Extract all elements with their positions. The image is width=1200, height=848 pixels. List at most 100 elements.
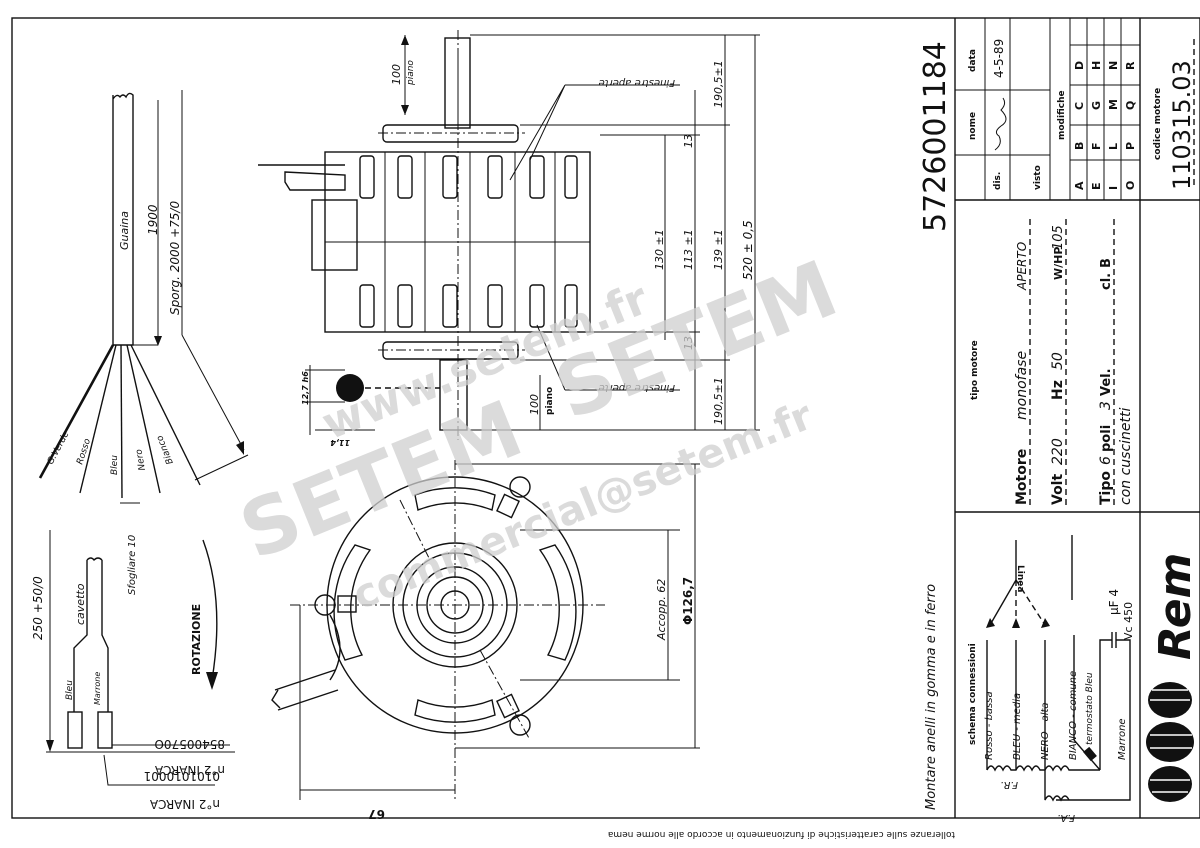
motor-type-line-1: Motore monofase APERTO (1014, 215, 1031, 505)
svg-text:Finestre aperte: Finestre aperte (599, 382, 675, 393)
svg-text:BLEU - media: BLEU - media (1012, 693, 1023, 760)
svg-text:N: N (1107, 61, 1120, 70)
svg-text:Tipo: Tipo (1098, 471, 1114, 505)
svg-text:12,7 h6: 12,7 h6 (301, 371, 310, 405)
svg-text:piano: piano (545, 387, 555, 415)
svg-text:R: R (1124, 61, 1137, 70)
svg-text:Vc 450: Vc 450 (1122, 602, 1135, 640)
label-visto: visto (1033, 165, 1043, 190)
label-data: data (968, 49, 978, 72)
svg-text:W/HP: W/HP (1052, 247, 1065, 280)
svg-text:113 ±1: 113 ±1 (682, 229, 695, 270)
svg-text:520 ± 0,5: 520 ± 0,5 (741, 220, 755, 280)
svg-text:B: B (1073, 142, 1086, 150)
svg-text:con cuscinetti: con cuscinetti (1118, 407, 1134, 505)
svg-text:85400570O: 85400570O (154, 737, 225, 751)
svg-text:67: 67 (368, 807, 385, 821)
svg-text:130 ±1: 130 ±1 (653, 229, 666, 270)
svg-text:250 +50/0: 250 +50/0 (31, 576, 45, 640)
svg-text:F.A.: F.A. (1057, 812, 1075, 823)
svg-text:Hz: Hz (1050, 380, 1066, 400)
svg-text:schema connessioni: schema connessioni (968, 643, 978, 745)
svg-text:100: 100 (390, 64, 403, 85)
svg-text:Guaina: Guaina (118, 211, 131, 250)
main-cable: Guaina 1900 Sporg. 2000 +75/0 G.Verde Ro… (38, 90, 249, 595)
svg-text:n°2 INARCA: n°2 INARCA (154, 763, 225, 777)
svg-text:Motore: Motore (1014, 449, 1030, 505)
svg-text:A: A (1073, 181, 1086, 190)
svg-text:13: 13 (682, 134, 695, 148)
motor-front-view: 67 Accopp. 62 Φ126,7 (271, 460, 700, 821)
svg-text:Vel.: Vel. (1099, 368, 1114, 396)
svg-text:190,5±1: 190,5±1 (712, 377, 725, 425)
footer-note: tolleranze sulle caratteristiche di funz… (608, 829, 955, 839)
svg-text:cavetto: cavetto (74, 583, 87, 625)
svg-text:0101010001: 0101010001 (144, 769, 220, 783)
svg-text:APERTO: APERTO (1015, 242, 1029, 291)
svg-text:Marrone: Marrone (1117, 718, 1128, 760)
svg-text:Finestre aperte: Finestre aperte (599, 77, 675, 88)
svg-text:105: 105 (1051, 225, 1066, 250)
svg-text:C: C (1073, 102, 1086, 110)
svg-text:Rosso - bassa: Rosso - bassa (984, 691, 995, 760)
svg-text:100: 100 (528, 394, 541, 415)
svg-text:Φ126,7: Φ126,7 (681, 577, 695, 625)
svg-text:Bleu: Bleu (110, 455, 120, 475)
drawing-border (11, 17, 1200, 819)
svg-text:I: I (1107, 186, 1120, 190)
svg-text:piano: piano (406, 60, 416, 86)
svg-text:6: 6 (1098, 456, 1114, 465)
svg-text:O: O (1124, 181, 1137, 190)
svg-text:µF 4: µF 4 (1107, 589, 1121, 615)
svg-text:F.R.: F.R. (1000, 779, 1018, 790)
svg-text:190,5±1: 190,5±1 (712, 60, 725, 108)
modifications-grid: A B C D E F G H I L M N O P Q R (1073, 61, 1137, 190)
svg-text:P: P (1124, 142, 1137, 150)
svg-text:monofase: monofase (1014, 351, 1030, 420)
label-nome: nome (968, 112, 978, 140)
coil-logo-icon (1146, 682, 1194, 802)
motor-type-line-2: Volt 220 Hz 50 W/HP 105 (1050, 215, 1067, 505)
rotation-arrow: ROTAZIONE (190, 539, 218, 690)
title-block (954, 18, 1200, 818)
svg-text:Volt: Volt (1050, 474, 1066, 505)
svg-text:139 ±1: 139 ±1 (712, 229, 725, 270)
signature (994, 97, 1007, 151)
svg-text:H: H (1090, 61, 1103, 70)
svg-text:L: L (1107, 143, 1120, 150)
mounting-note: Montare anelli in gomma e in ferro (924, 584, 939, 810)
svg-text:Bleu: Bleu (65, 680, 75, 700)
svg-text:Linea: Linea (1015, 565, 1025, 592)
svg-text:Accopp. 62: Accopp. 62 (655, 579, 668, 641)
svg-text:Bianco: Bianco (155, 433, 176, 465)
codice-motore-label: codice motore (1153, 88, 1163, 160)
svg-text:Q: Q (1124, 101, 1137, 110)
rem-logo: Rem (1150, 553, 1200, 660)
svg-text:ROTAZIONE: ROTAZIONE (190, 604, 203, 675)
svg-text:poli: poli (1099, 425, 1114, 452)
svg-text:cl.: cl. (1099, 273, 1114, 290)
svg-text:Nero: Nero (134, 448, 148, 471)
svg-text:1900: 1900 (146, 204, 160, 235)
svg-text:Sporg. 2000 +75/0: Sporg. 2000 +75/0 (168, 201, 182, 315)
motor-side-view: 100 piano 100 piano Finestre ap (258, 30, 760, 447)
svg-text:termostato Bleu: termostato Bleu (1085, 672, 1095, 745)
thermal-cable: 250 +50/0 cavetto Bleu Marrone 85400570O… (31, 530, 235, 811)
svg-text:3: 3 (1098, 401, 1114, 410)
tipo-motore-label: tipo motore (970, 340, 980, 400)
svg-text:Sfogliare 10: Sfogliare 10 (127, 535, 138, 595)
svg-text:B: B (1099, 258, 1114, 268)
connection-schema: schema connessioni Linea Rosso - bassa B… (968, 535, 1135, 823)
svg-text:M: M (1107, 99, 1120, 110)
svg-text:D: D (1073, 61, 1086, 70)
drawing-number: 5726001184 (918, 41, 953, 232)
svg-text:13: 13 (682, 336, 695, 350)
codice-motore-value: 110315.03 (1168, 60, 1196, 190)
svg-text:50: 50 (1050, 352, 1066, 370)
modifiche-label: modifiche (1057, 90, 1067, 140)
svg-text:E: E (1090, 182, 1103, 190)
svg-text:11,4: 11,4 (330, 438, 350, 447)
svg-text:n°2 INARCA: n°2 INARCA (149, 797, 220, 811)
label-dis: dis. (993, 172, 1003, 190)
